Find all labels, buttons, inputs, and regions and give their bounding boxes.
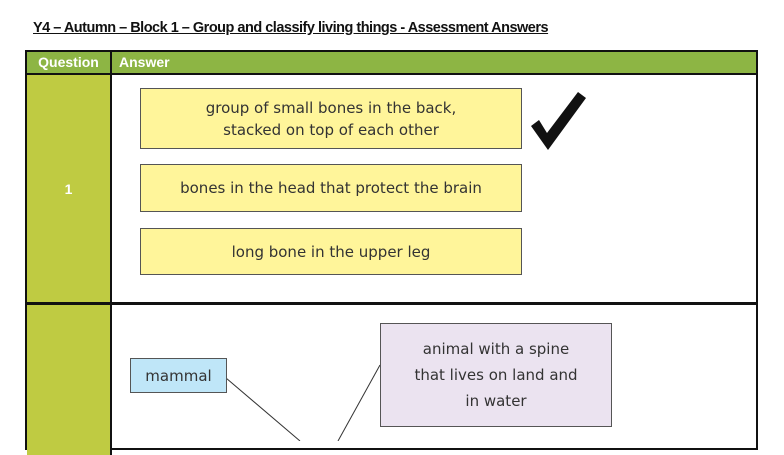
question-number-1: 1 <box>27 75 112 302</box>
question-number-2 <box>27 305 112 455</box>
option-2: bones in the head that protect the brain <box>140 164 522 212</box>
row-divider <box>27 302 756 305</box>
header-question: Question <box>27 52 112 73</box>
match-line <box>225 377 301 441</box>
answers-table: Question Answer 1 <box>25 50 758 455</box>
page-title: Y4 – Autumn – Block 1 – Group and classi… <box>33 20 549 36</box>
match-line <box>337 364 381 441</box>
left-item-mammal: mammal <box>130 358 227 393</box>
option-3: long bone in the upper leg <box>140 228 522 275</box>
header-answer: Answer <box>119 54 170 70</box>
table-header: Question Answer <box>27 52 756 75</box>
option-1: group of small bones in the back, stacke… <box>140 88 522 149</box>
overlay <box>225 92 586 441</box>
right-item-1: animal with a spine that lives on land a… <box>380 323 612 427</box>
checkmark-icon <box>531 92 586 150</box>
